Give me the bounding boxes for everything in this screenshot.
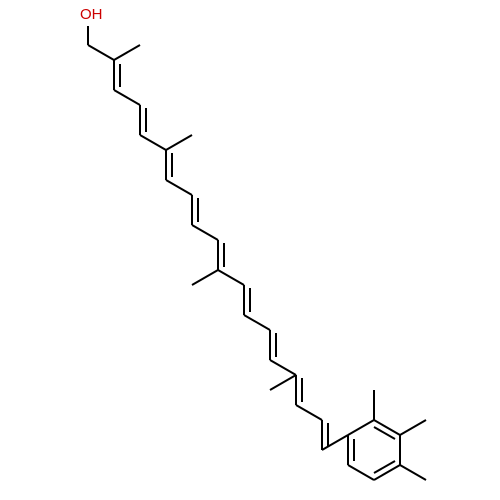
bond [87,44,115,61]
ring-bond [347,419,375,436]
hydroxyl-label: OH [80,6,103,23]
methyl-bond [269,374,297,391]
ring-bond [347,464,375,481]
bond [269,359,297,376]
methyl-bond [399,419,427,436]
bond [217,269,245,286]
ring-double-bond-inner [373,460,396,474]
bond [191,224,219,241]
bond [321,434,349,451]
bond [295,404,323,421]
bond [113,89,141,106]
bond [165,179,193,196]
methyl-bond [165,134,193,151]
methyl-bond [399,464,427,481]
bond [139,134,167,151]
methyl-bond [113,44,141,61]
ring-bond [373,464,401,481]
methyl-bond [191,269,219,286]
ring-bond [373,419,401,436]
bond [243,314,271,331]
ring-double-bond-inner [373,426,396,440]
